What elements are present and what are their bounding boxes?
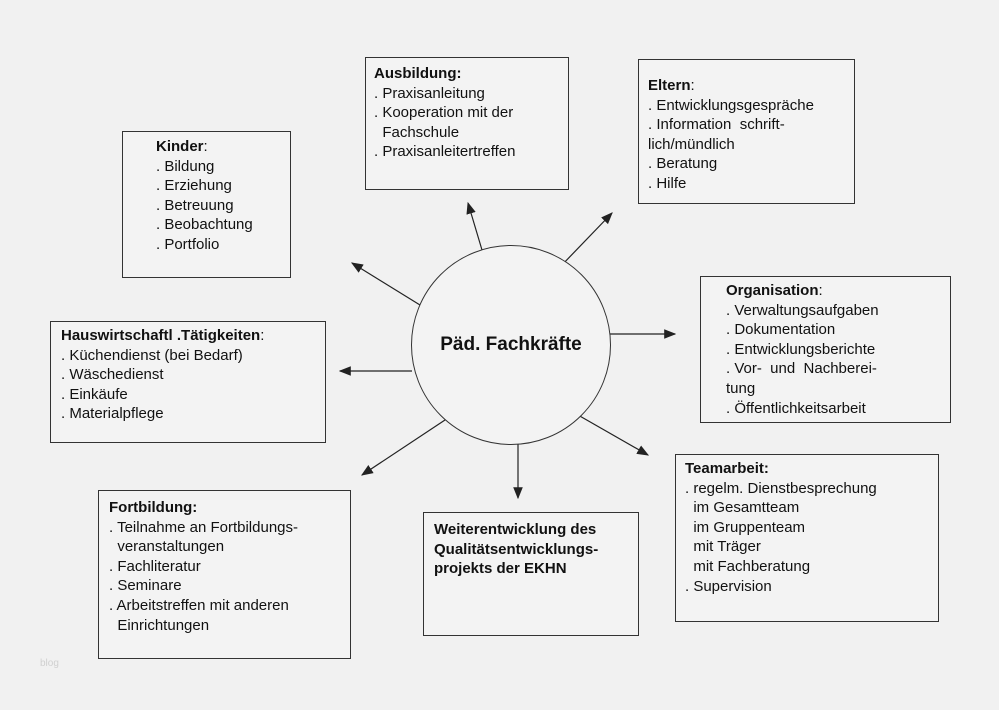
list-item: veranstaltungen <box>109 538 225 556</box>
teamarbeit-title: Teamarbeit: <box>685 459 938 479</box>
watermark: blog <box>40 658 59 669</box>
title-text: Hauswirtschaftl .Tätigkeiten <box>61 327 261 344</box>
list-item: . Öffentlichkeitsarbeit <box>726 399 866 417</box>
list-item: . Beratung <box>648 155 718 173</box>
list-item: . Entwicklungsgespräche <box>648 96 814 114</box>
teamarbeit-box: Teamarbeit: . regelm. Dienstbesprechung i… <box>675 454 939 622</box>
list-item: . Betreuung <box>156 196 234 214</box>
hauswirtschaft-box: Hauswirtschaftl .Tätigkeiten:. Küchendie… <box>50 321 326 443</box>
title-text: Kinder <box>156 138 204 155</box>
list-item: im Gruppenteam <box>685 518 806 536</box>
list-item: . Entwicklungsberichte <box>726 340 876 358</box>
list-item: lich/mündlich <box>648 135 735 153</box>
title-text: Eltern <box>648 77 691 94</box>
list-item: . Seminare <box>109 577 182 595</box>
organisation-box: Organisation:. Verwaltungsaufgaben. Doku… <box>700 276 951 423</box>
list-item: . Beobachtung <box>156 216 253 234</box>
kinder-box: Kinder:. Bildung. Erziehung. Betreuung. … <box>122 131 291 278</box>
list-item: . Information schrift- <box>648 116 785 134</box>
ausbildung-box: Ausbildung: . Praxisanleitung . Kooperatio… <box>365 57 569 190</box>
arrow-kinder <box>350 262 421 306</box>
fortbildung-box: Fortbildung: . Teilnahme an Fortbildungs-… <box>98 490 351 659</box>
list-item: . Bildung <box>156 157 215 175</box>
center-node: Päd. Fachkräfte <box>411 245 611 445</box>
eltern-title: Eltern: <box>648 76 854 96</box>
list-item: . Vor- und Nachberei- <box>726 360 877 378</box>
list-item: . Einkäufe <box>61 385 128 403</box>
title-text: Organisation <box>726 282 819 299</box>
list-item: im Gesamtteam <box>685 499 800 517</box>
list-item: . Praxisanleitung <box>374 84 485 102</box>
arrow-teamarbeit <box>577 414 650 456</box>
list-item: . Erziehung <box>156 177 232 195</box>
list-item: . Praxisanleitertreffen <box>374 143 516 161</box>
title-suffix: : <box>203 138 208 155</box>
hauswirtschaft-title: Hauswirtschaftl .Tätigkeiten: <box>61 326 325 346</box>
ausbildung-title: Ausbildung: <box>374 64 568 84</box>
list-item: . Arbeitstreffen mit anderen <box>109 596 289 614</box>
list-item: . Supervision <box>685 577 772 595</box>
list-item: mit Fachberatung <box>685 557 811 575</box>
title-suffix: : <box>818 282 823 299</box>
list-item: . Teilnahme an Fortbildungs- <box>109 518 298 536</box>
title-suffix: : <box>260 327 265 344</box>
list-item: . Verwaltungsaufgaben <box>726 301 879 319</box>
title-text: Fortbildung: <box>109 499 198 516</box>
list-item: . Wäschedienst <box>61 366 164 384</box>
list-item: . Hilfe <box>648 174 687 192</box>
title-suffix: : <box>690 77 695 94</box>
list-item: Fachschule <box>374 123 460 141</box>
title-text: Ausbildung: <box>374 65 462 82</box>
kinder-title: Kinder: <box>156 137 290 157</box>
list-item: mit Träger <box>685 538 761 556</box>
organisation-title: Organisation: <box>726 281 950 301</box>
list-item: . Küchendienst (bei Bedarf) <box>61 346 243 364</box>
arrow-ausbildung <box>466 201 483 251</box>
list-item: . Fachliteratur <box>109 557 201 575</box>
fortbildung-title: Fortbildung: <box>109 498 350 518</box>
list-item: . Materialpflege <box>61 405 164 423</box>
eltern-box: Eltern:. Entwicklungsgespräche. Informat… <box>638 59 855 204</box>
title-text: Teamarbeit: <box>685 460 769 477</box>
title-text: Weiterentwicklung des Qualitätsentwicklu… <box>434 521 599 578</box>
list-item: tung <box>726 379 756 397</box>
weiterentwicklung-box: Weiterentwicklung des Qualitätsentwicklu… <box>423 512 639 636</box>
center-label: Päd. Fachkräfte <box>440 334 582 355</box>
list-item: . Portfolio <box>156 235 220 253</box>
arrow-fortbildung <box>360 419 446 476</box>
weiterentwicklung-title: Weiterentwicklung des Qualitätsentwicklu… <box>434 520 630 579</box>
list-item: . Dokumentation <box>726 321 836 339</box>
list-item: . regelm. Dienstbesprechung <box>685 479 877 497</box>
arrow-eltern <box>559 212 613 268</box>
list-item: . Kooperation mit der <box>374 104 514 122</box>
list-item: Einrichtungen <box>109 616 210 634</box>
